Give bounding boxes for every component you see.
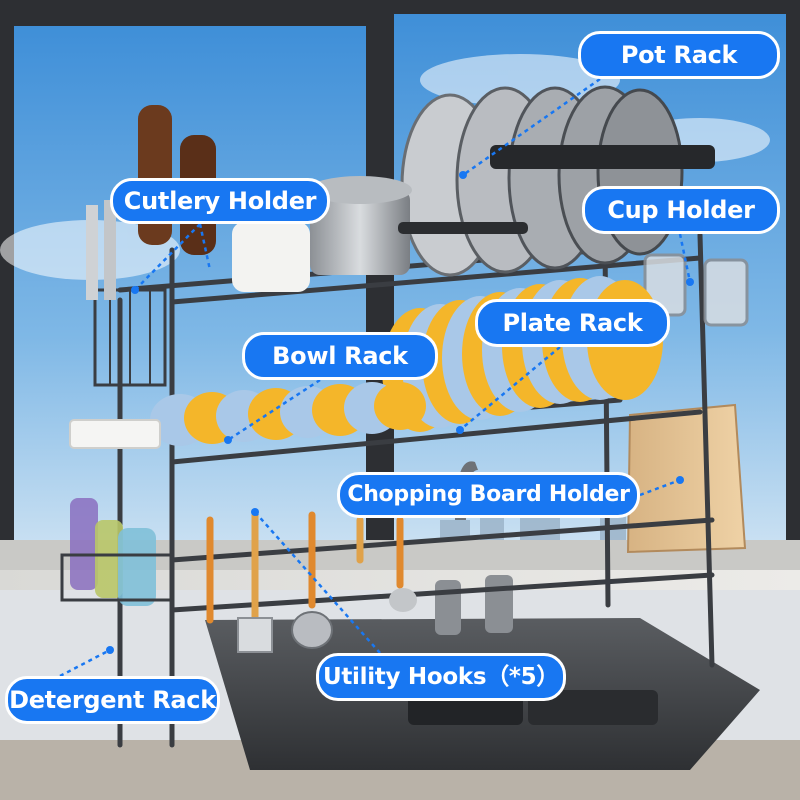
leader-lines xyxy=(59,77,692,678)
pot-rack-callout: Pot Rack xyxy=(578,31,780,79)
bowls xyxy=(150,382,426,446)
plate-rack-callout: Plate Rack xyxy=(475,299,670,347)
detergent-rack-callout: Detergent Rack xyxy=(5,676,220,724)
bowls-stack xyxy=(232,222,310,292)
chopping-board-holder-callout: Chopping Board Holder xyxy=(337,472,640,518)
soap-pump-2 xyxy=(485,575,513,633)
chopping-board xyxy=(626,403,747,554)
bowl-rack-callout: Bowl Rack xyxy=(242,332,438,380)
leader-dots xyxy=(106,171,694,654)
detergent-rack xyxy=(60,498,174,606)
cutlery-holder xyxy=(86,200,167,387)
pot-lids xyxy=(400,85,684,277)
cup-holder xyxy=(643,253,749,327)
saucepan xyxy=(308,176,528,275)
drip-tray xyxy=(69,419,161,449)
pot-handle-bar xyxy=(490,145,715,169)
soap-pump xyxy=(435,580,461,635)
cutlery-holder-callout: Cutlery Holder xyxy=(110,178,330,224)
utensils xyxy=(206,511,417,653)
cup-holder-callout: Cup Holder xyxy=(582,186,780,234)
utility-hooks-callout: Utility Hooks（*5） xyxy=(316,653,566,701)
sink-basin-right xyxy=(528,690,658,725)
